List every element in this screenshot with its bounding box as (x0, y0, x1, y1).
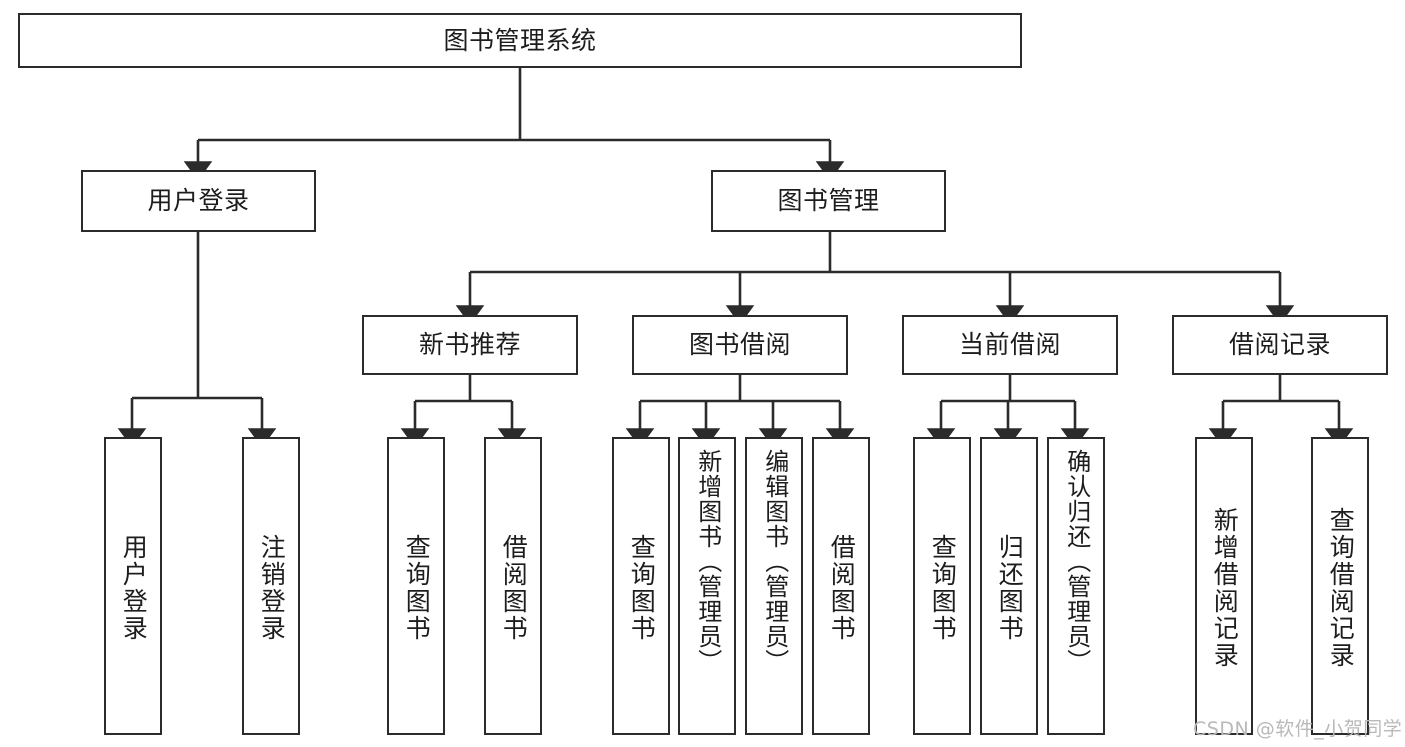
node-book-management[interactable]: 图书管理 (711, 170, 946, 232)
node-label: 新书推荐 (418, 330, 521, 359)
node-label: 借阅记录 (1228, 330, 1331, 359)
leaf-add-borrow-record[interactable]: 新增借阅记录 (1195, 437, 1253, 735)
node-current-borrowing[interactable]: 当前借阅 (902, 315, 1118, 375)
node-label: 借阅图书 (499, 534, 529, 642)
leaf-edit-book-admin[interactable]: 编辑图书（管理员） (745, 437, 803, 735)
node-new-book-recommendation[interactable]: 新书推荐 (362, 315, 578, 375)
csdn-watermark: CSDN @软件_小贺同学 (1193, 718, 1403, 740)
leaf-borrow-books-borrow[interactable]: 借阅图书 (812, 437, 870, 735)
leaf-query-books-newbook[interactable]: 查询图书 (387, 437, 445, 735)
node-label: 确认归还（管理员） (1062, 449, 1091, 674)
node-label: 当前借阅 (958, 330, 1061, 359)
leaf-borrow-books-newbook[interactable]: 借阅图书 (484, 437, 542, 735)
node-label: 编辑图书（管理员） (760, 449, 789, 674)
leaf-query-borrow-record[interactable]: 查询借阅记录 (1311, 437, 1369, 735)
node-borrow-records[interactable]: 借阅记录 (1172, 315, 1388, 375)
node-label: 新增图书（管理员） (693, 449, 722, 674)
node-label: 用户登录 (147, 186, 250, 215)
node-label: 图书管理 (777, 186, 880, 215)
leaf-user-login[interactable]: 用户登录 (104, 437, 162, 735)
leaf-return-books[interactable]: 归还图书 (980, 437, 1038, 735)
node-label: 查询图书 (928, 534, 958, 642)
leaf-confirm-return-admin[interactable]: 确认归还（管理员） (1047, 437, 1105, 735)
node-label: 查询图书 (402, 534, 432, 642)
node-label: 新增借阅记录 (1210, 507, 1240, 669)
node-book-borrowing[interactable]: 图书借阅 (632, 315, 848, 375)
leaf-query-books-current[interactable]: 查询图书 (913, 437, 971, 735)
node-label: 注销登录 (257, 534, 287, 642)
node-label: 图书管理系统 (443, 25, 597, 55)
node-label: 借阅图书 (827, 534, 857, 642)
node-label: 图书借阅 (688, 330, 791, 359)
leaf-logout[interactable]: 注销登录 (242, 437, 300, 735)
leaf-query-books-borrow[interactable]: 查询图书 (612, 437, 670, 735)
leaf-add-book-admin[interactable]: 新增图书（管理员） (678, 437, 736, 735)
node-label: 查询借阅记录 (1326, 507, 1356, 669)
node-label: 用户登录 (119, 534, 149, 642)
node-root-book-management-system[interactable]: 图书管理系统 (18, 13, 1022, 68)
node-label: 查询图书 (627, 534, 657, 642)
node-label: 归还图书 (995, 534, 1025, 642)
node-user-login[interactable]: 用户登录 (81, 170, 316, 232)
